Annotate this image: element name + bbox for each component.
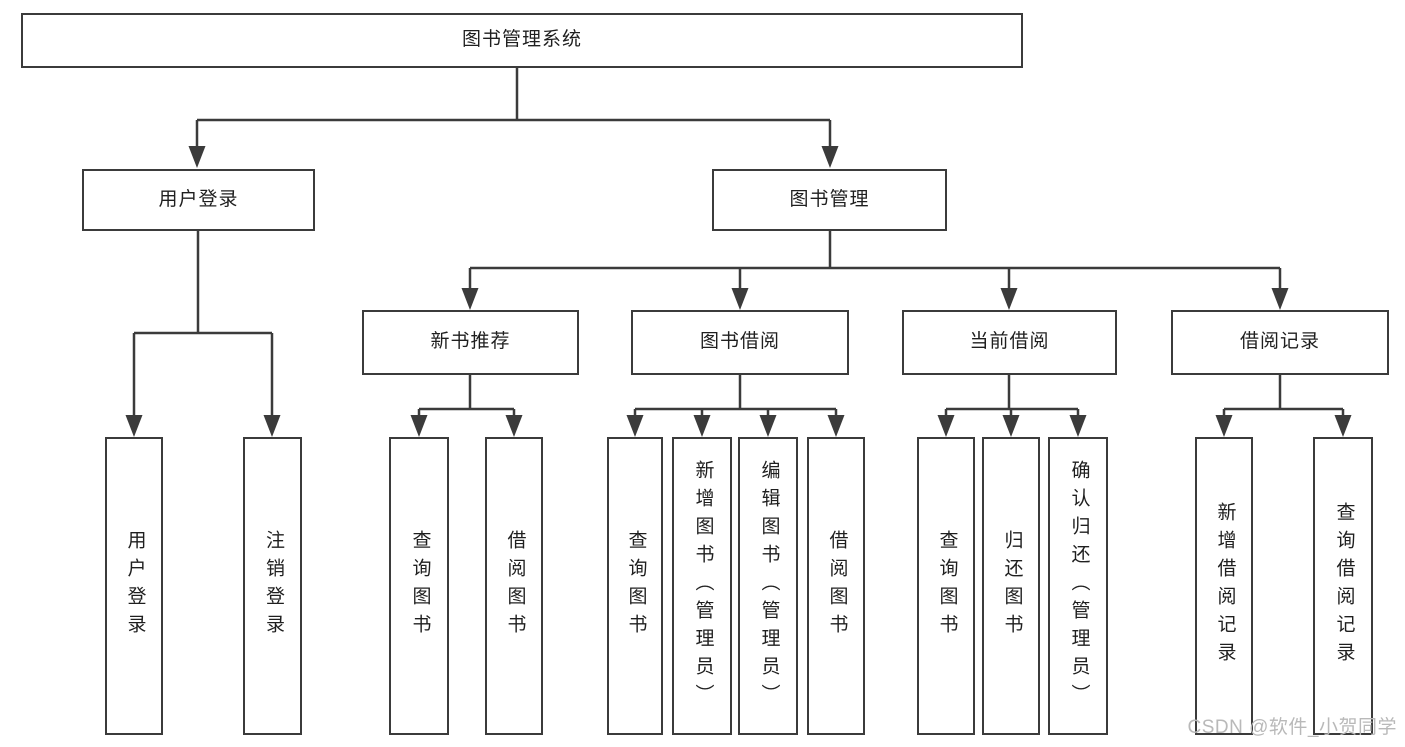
leaf-node-query-books-1: 查询图书 xyxy=(389,437,449,735)
module-node-borrow-records: 借阅记录 xyxy=(1171,310,1389,375)
leaf-node-query-books-3: 查询图书 xyxy=(917,437,975,735)
connector-new-book-recommend-to-leaves xyxy=(417,375,516,419)
root-node-library-management-system: 图书管理系统 xyxy=(21,13,1023,68)
leaf-node-logout: 注销登录 xyxy=(243,437,302,735)
connector-user-login-to-leaves xyxy=(132,231,274,419)
connector-book-borrow-to-leaves xyxy=(633,375,838,419)
leaf-node-user-login: 用户登录 xyxy=(105,437,163,735)
leaf-node-add-books-admin: 新增图书（管理员） xyxy=(672,437,732,735)
connector-current-borrow-to-leaves xyxy=(944,375,1080,419)
csdn-watermark: CSDN @软件_小贺同学 xyxy=(1187,717,1397,738)
module-node-current-borrow: 当前借阅 xyxy=(902,310,1117,375)
arrowheads xyxy=(125,146,1352,437)
module-node-new-book-recommend: 新书推荐 xyxy=(362,310,579,375)
leaf-node-confirm-return-admin: 确认归还（管理员） xyxy=(1048,437,1108,735)
leaf-node-borrow-books-1: 借阅图书 xyxy=(485,437,543,735)
module-node-book-borrow: 图书借阅 xyxy=(631,310,849,375)
leaf-node-add-borrow-record: 新增借阅记录 xyxy=(1195,437,1253,735)
leaf-node-query-borrow-record: 查询借阅记录 xyxy=(1313,437,1373,735)
leaf-node-query-books-2: 查询图书 xyxy=(607,437,663,735)
connector-book-management-to-modules xyxy=(468,231,1282,292)
connector-root-to-branches xyxy=(195,68,832,150)
leaf-node-borrow-books-2: 借阅图书 xyxy=(807,437,865,735)
leaf-node-return-books: 归还图书 xyxy=(982,437,1040,735)
branch-node-user-login: 用户登录 xyxy=(82,169,315,231)
branch-node-book-management: 图书管理 xyxy=(712,169,947,231)
leaf-node-edit-books-admin: 编辑图书（管理员） xyxy=(738,437,798,735)
connector-borrow-records-to-leaves xyxy=(1222,375,1345,419)
